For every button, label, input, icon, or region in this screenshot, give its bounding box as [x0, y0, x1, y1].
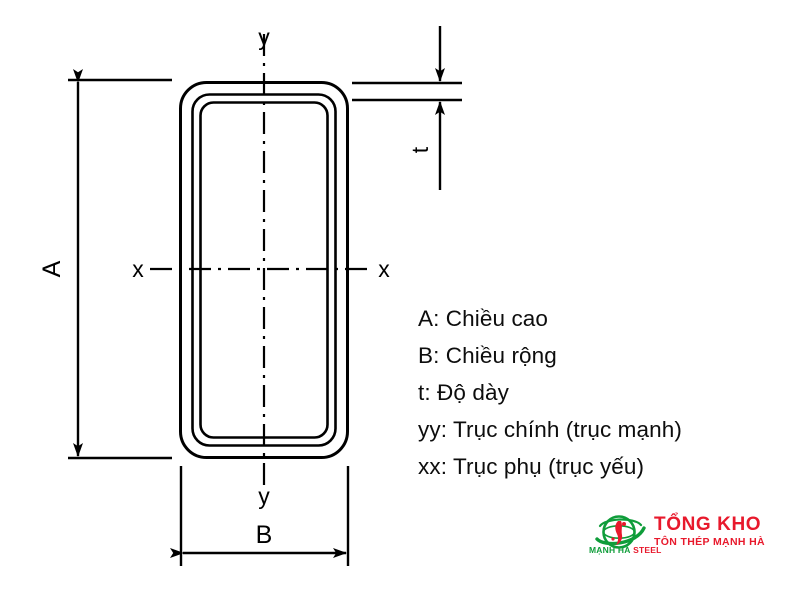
dim-t-label: t: [407, 146, 433, 153]
logo-brand-steel: STEEL: [633, 545, 662, 555]
legend-item-yy: yy: Trục chính (trục mạnh): [418, 417, 682, 442]
logo-title: TỔNG KHO: [654, 514, 762, 535]
dim-a-label: A: [38, 260, 66, 277]
legend-item-b: B: Chiều rộng: [418, 343, 557, 368]
legend-item-t: t: Độ dày: [418, 380, 509, 405]
dim-b-label: B: [256, 521, 273, 549]
dimension-b-width: B: [170, 466, 350, 566]
axis-label-y-top: y: [258, 24, 270, 50]
dimension-t-thickness: t: [352, 26, 462, 190]
logo-brand-name: MẠNH HÀ: [589, 545, 634, 555]
company-logo: TỔNG KHO TÔN THÉP MẠNH HÀ MẠNH HÀ STEEL: [588, 512, 793, 560]
axis-label-x-left: x: [132, 256, 144, 282]
axis-label-x-right: x: [378, 256, 390, 282]
legend-item-a: A: Chiều cao: [418, 306, 549, 331]
globe-emblem-icon: [595, 515, 646, 549]
logo-brand-line: MẠNH HÀ STEEL: [589, 545, 662, 555]
axis-label-y-bottom: y: [258, 483, 270, 509]
legend-item-xx: xx: Trục phụ (trục yếu): [418, 454, 645, 479]
dimension-a-height: A: [38, 69, 172, 460]
logo-subtitle: TÔN THÉP MẠNH HÀ: [654, 536, 765, 548]
logo-text-block: TỔNG KHO TÔN THÉP MẠNH HÀ: [654, 515, 794, 549]
legend-block: A: Chiều cao B: Chiều rộng t: Độ dày yy:…: [418, 300, 788, 485]
